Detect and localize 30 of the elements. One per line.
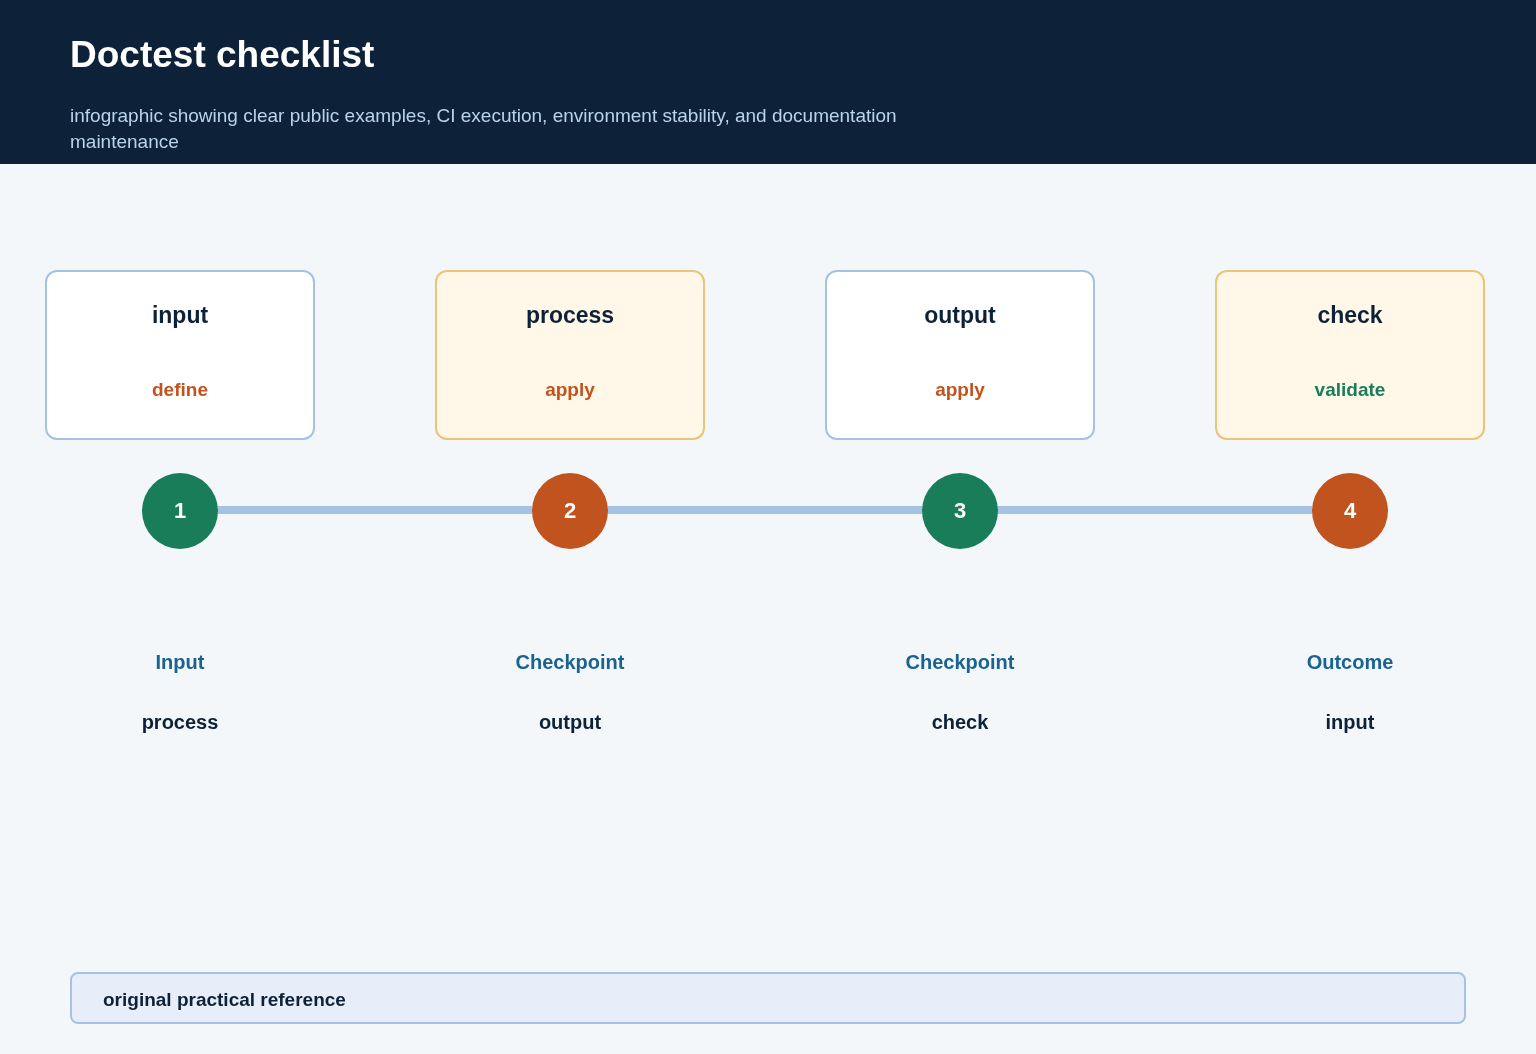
title: Doctest checklist: [70, 34, 375, 76]
stage-caption: process: [140, 711, 220, 734]
subtitle: infographic showing clear public examples, CI execution, environment stability, and documentation maintenance: [70, 104, 898, 154]
step-card: [435, 270, 705, 440]
card-title: check: [1316, 302, 1384, 329]
step-number-circle: 1: [142, 473, 218, 549]
card-title: output: [923, 302, 997, 329]
timeline-connector: [998, 506, 1312, 514]
card-subtitle: validate: [1313, 379, 1387, 401]
timeline-connector: [608, 506, 922, 514]
step-number-circle: 2: [532, 473, 608, 549]
step-card: [1215, 270, 1485, 440]
step-card: [825, 270, 1095, 440]
stage-caption: output: [537, 711, 603, 734]
card-subtitle: define: [151, 379, 209, 401]
step-number-circle: 3: [922, 473, 998, 549]
card-subtitle: apply: [934, 379, 986, 401]
stage-caption: check: [930, 711, 990, 734]
stage-label: Outcome: [1305, 651, 1395, 674]
card-title: input: [150, 302, 210, 329]
card-subtitle: apply: [544, 379, 596, 401]
step-card: [45, 270, 315, 440]
timeline-connector: [218, 506, 532, 514]
stage-label: Checkpoint: [904, 651, 1016, 674]
footer-band: original practical reference: [70, 972, 1466, 1024]
stage-caption: input: [1324, 711, 1376, 734]
stage-label: Checkpoint: [514, 651, 626, 674]
card-title: process: [524, 302, 616, 329]
step-number-circle: 4: [1312, 473, 1388, 549]
stage-label: Input: [154, 651, 206, 674]
